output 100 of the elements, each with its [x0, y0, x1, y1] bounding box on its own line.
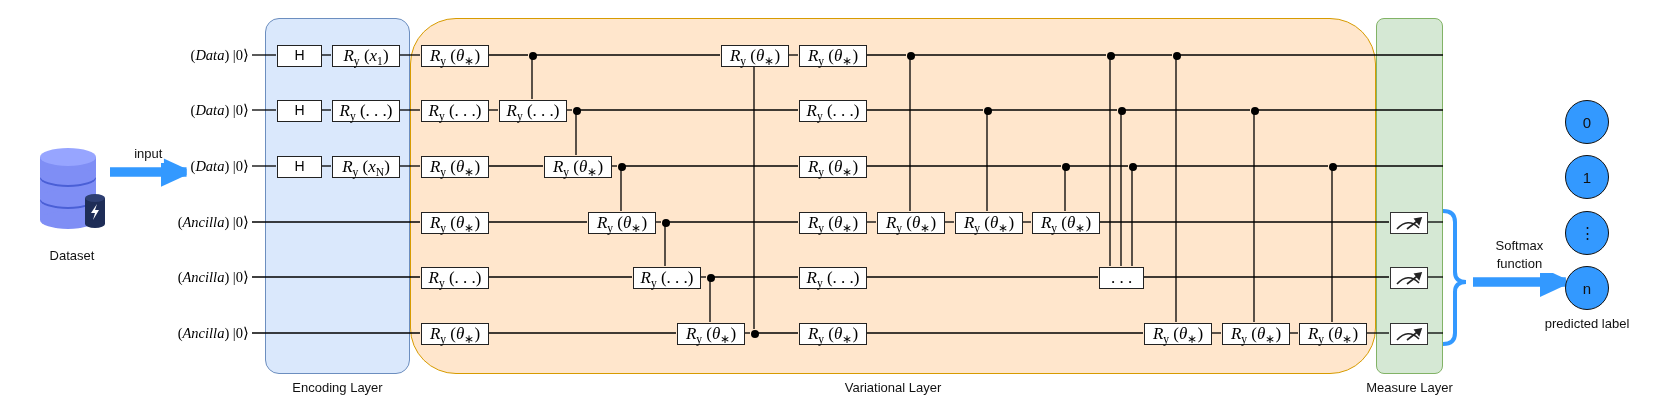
control-line — [1109, 58, 1111, 267]
quantum-wire — [251, 165, 277, 167]
gate: R$_{y}$ (. . .) — [633, 267, 701, 289]
control-dot — [984, 107, 992, 115]
gate: R$_{y}$ (θ$_{∗}$) — [1032, 212, 1100, 234]
quantum-wire — [610, 165, 618, 167]
control-dot — [529, 52, 537, 60]
quantum-wire — [1426, 276, 1444, 278]
control-dot — [1062, 163, 1070, 171]
gate: R$_{y}$ (θ$_{∗}$) — [955, 212, 1023, 234]
layer-title: Encoding Layer — [292, 380, 383, 395]
control-line — [1253, 113, 1255, 323]
gate: R$_{y}$ (θ$_{∗}$) — [1144, 323, 1212, 345]
control-dot — [1129, 163, 1137, 171]
quantum-wire — [251, 276, 421, 278]
quantum-wire — [1426, 221, 1444, 223]
quantum-wire — [743, 332, 751, 334]
node-label: Dataset — [49, 247, 95, 265]
layer-title: Variational Layer — [844, 380, 942, 395]
gate: R$_{y}$ (θ$_{∗}$) — [1222, 323, 1290, 345]
quantum-wire — [757, 332, 799, 334]
gate: R$_{y}$ (θ$_{∗}$) — [677, 323, 745, 345]
quantum-wire — [487, 276, 633, 278]
qubit-label: (Data) |0⟩ — [190, 44, 252, 66]
quantum-wire — [487, 54, 529, 56]
output-circle: 1 — [1565, 155, 1609, 199]
quantum-wire — [487, 221, 588, 223]
gate: . . . — [1099, 267, 1144, 289]
quantum-wire — [1179, 54, 1444, 56]
qubit-label: (Data) |0⟩ — [190, 155, 252, 177]
quantum-wire — [487, 165, 544, 167]
quantum-wire — [251, 109, 277, 111]
layer-title: Measure Layer — [1366, 380, 1453, 395]
quantum-wire — [1142, 276, 1390, 278]
control-line — [1131, 169, 1133, 267]
gate: R$_{y}$ (. . .) — [799, 100, 867, 122]
quantum-wire — [865, 109, 984, 111]
gate: R$_{y}$ (. . .) — [499, 100, 567, 122]
quantum-wire — [668, 221, 799, 223]
control-line — [1120, 113, 1122, 267]
gate: H — [277, 45, 322, 67]
quantum-wire — [1098, 221, 1390, 223]
quantum-wire — [865, 332, 1144, 334]
gate: R$_{y}$ (θ$_{∗}$) — [421, 323, 489, 345]
control-dot — [662, 219, 670, 227]
quantum-wire — [398, 54, 421, 56]
measurement-gate — [1390, 267, 1428, 289]
control-dot — [907, 52, 915, 60]
gate: H — [277, 100, 322, 122]
quantum-wire — [865, 165, 1062, 167]
quantum-wire — [1288, 332, 1299, 334]
control-dot — [751, 330, 759, 338]
quantum-wire — [699, 276, 707, 278]
control-line — [664, 225, 666, 267]
quantum-wire — [398, 109, 421, 111]
qubit-label: (Ancilla) |0⟩ — [177, 322, 252, 344]
measurement-gate — [1390, 212, 1428, 234]
quantum-wire — [251, 332, 421, 334]
control-dot — [1173, 52, 1181, 60]
quantum-wire — [320, 54, 332, 56]
control-line — [753, 65, 755, 330]
quantum-wire — [487, 109, 499, 111]
quantum-wire — [1124, 109, 1251, 111]
control-line — [709, 280, 711, 323]
quantum-wire — [1135, 165, 1329, 167]
node-label: predicted label — [1543, 315, 1631, 333]
quantum-wire — [565, 109, 573, 111]
control-dot — [707, 274, 715, 282]
quantum-wire — [865, 276, 1099, 278]
quantum-wire — [1068, 165, 1129, 167]
output-circle: n — [1565, 266, 1609, 310]
quantum-wire — [624, 165, 799, 167]
control-line — [1331, 169, 1333, 323]
qubit-label: (Data) |0⟩ — [190, 99, 252, 121]
quantum-wire — [251, 221, 421, 223]
quantum-wire — [251, 54, 277, 56]
gate: R$_{y}$ (x$_{N}$) — [332, 156, 400, 178]
quantum-wire — [1365, 332, 1390, 334]
control-dot — [1329, 163, 1337, 171]
quantum-wire — [1113, 54, 1173, 56]
quantum-wire — [654, 221, 662, 223]
quantum-wire — [398, 165, 421, 167]
quantum-wire — [320, 109, 332, 111]
control-line — [531, 58, 533, 100]
quantum-wire — [1426, 332, 1444, 334]
gate: R$_{y}$ (. . .) — [421, 267, 489, 289]
gate: R$_{y}$ (θ$_{∗}$) — [799, 45, 867, 67]
gate: R$_{y}$ (θ$_{∗}$) — [588, 212, 656, 234]
quantum-wire — [943, 221, 955, 223]
gate: R$_{y}$ (θ$_{∗}$) — [421, 212, 489, 234]
quantum-wire — [1021, 221, 1032, 223]
gate: R$_{y}$ (θ$_{∗}$) — [421, 156, 489, 178]
gate: R$_{y}$ (θ$_{∗}$) — [799, 212, 867, 234]
control-line — [1064, 169, 1066, 212]
qubit-label: (Ancilla) |0⟩ — [177, 211, 252, 233]
quantum-wire — [787, 54, 799, 56]
control-dot — [573, 107, 581, 115]
quantum-wire — [713, 276, 799, 278]
control-dot — [618, 163, 626, 171]
quantum-wire — [579, 109, 799, 111]
